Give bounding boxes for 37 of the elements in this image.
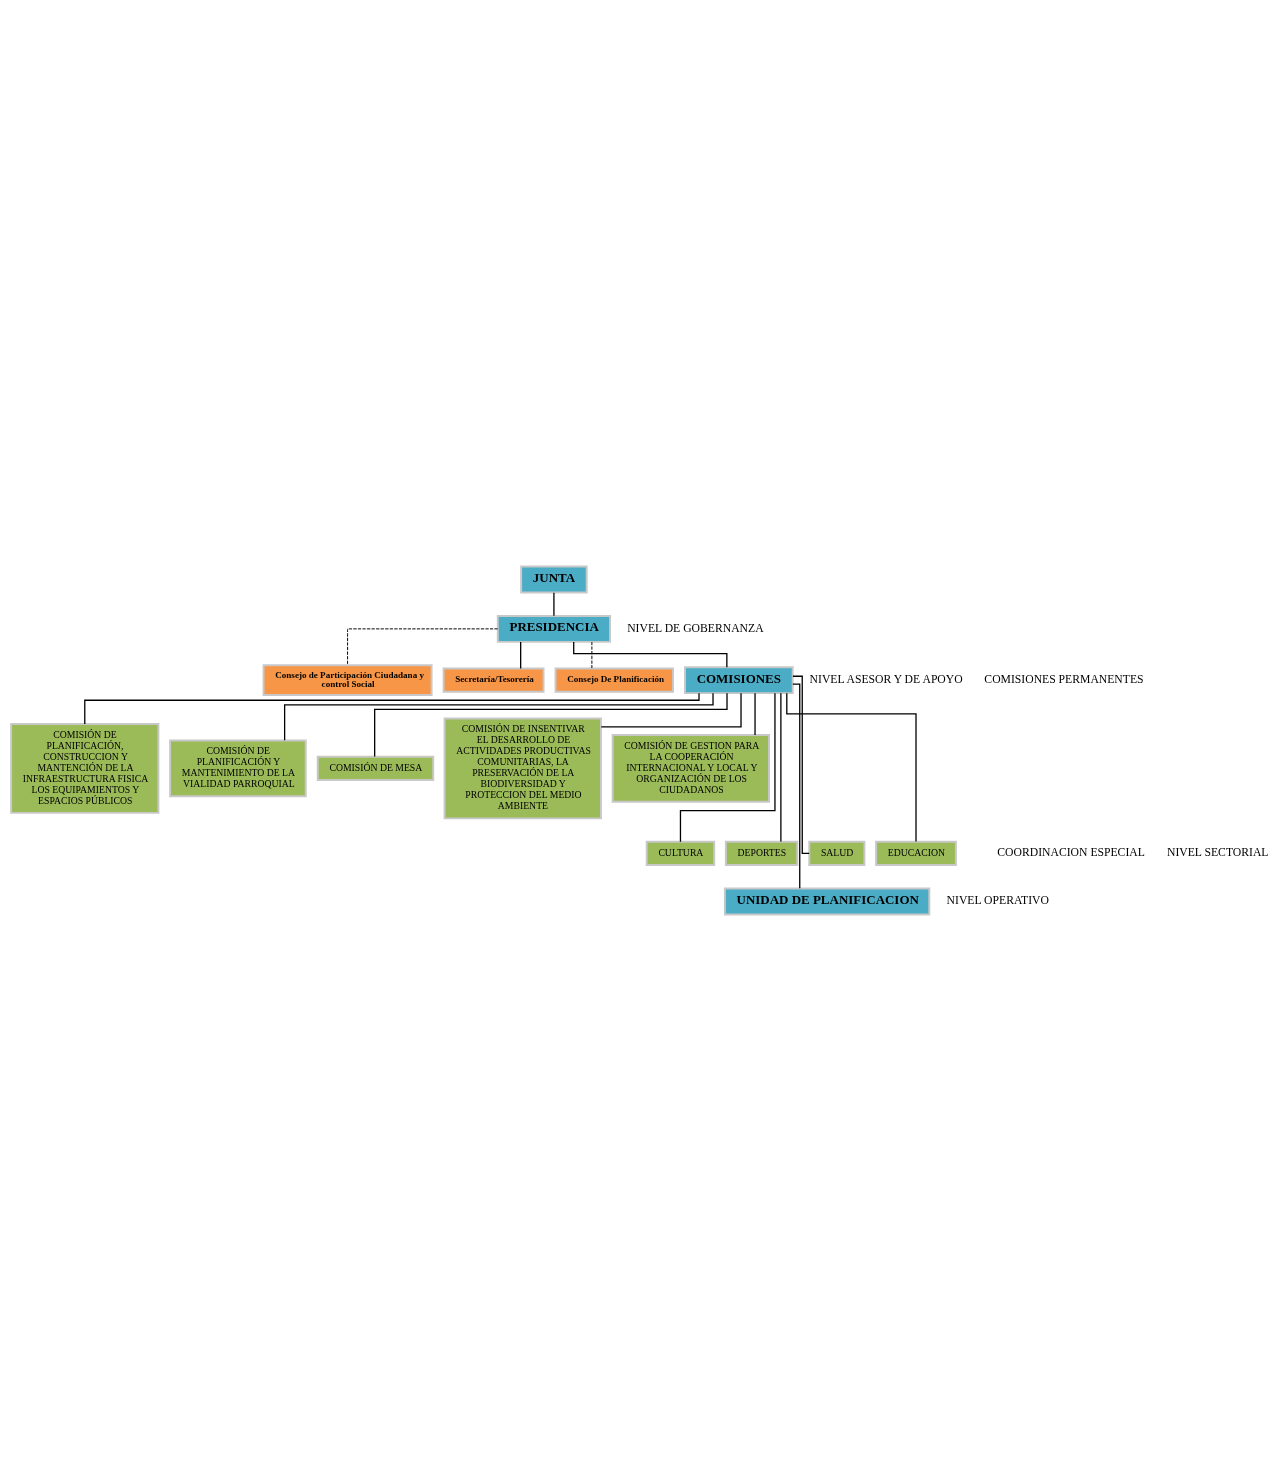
connector <box>792 683 801 889</box>
node-box: Secretaría/Tesorería <box>442 667 545 693</box>
label: NIVEL DE GOBERNANZA <box>627 621 764 635</box>
connector <box>84 692 700 725</box>
node-box: COMISIÓN DE INSENTIVAR EL DESARROLLO DE ACTIVIDADES PRODUCTIVAS COMUNITARIAS, LA PRESERVACIÓN DE LA BIODIVERSIDAD Y PROTECCION DEL MEDIO AMBIENTE <box>443 717 602 820</box>
node-box: Consejo de Participación Ciudadana y control Social <box>262 664 433 697</box>
node-box: Consejo De Planificación <box>554 667 674 693</box>
label: COMISIONES PERMANENTES <box>984 673 1144 687</box>
node-box: EDUCACION <box>875 840 957 867</box>
node-box: COMISIÓN DE PLANIFICACIÓN Y MANTENIMIENTO DE LA VIALIDAD PARROQUIAL <box>169 739 307 798</box>
connector <box>786 692 917 843</box>
node-box: COMISIÓN DE PLANIFICACIÓN, CONSTRUCCION Y MANTENCIÓN DE LA INFRAESTRUCTURA FISICA LOS EQUIPAMIENTOS Y ESPACIOS PÚBLICOS <box>10 722 160 814</box>
connector <box>754 692 756 736</box>
connector <box>347 628 499 666</box>
label: NIVEL OPERATIVO <box>946 894 1049 908</box>
label: COORDINACION ESPECIAL <box>997 846 1145 860</box>
node-box: COMISIÓN DE MESA <box>316 755 435 782</box>
node-box: UNIDAD DE PLANIFICACION <box>723 887 931 916</box>
label: NIVEL ASESOR Y DE APOYO <box>809 673 963 687</box>
connector <box>520 641 522 670</box>
connector <box>792 675 810 855</box>
node-box: JUNTA <box>520 565 588 594</box>
node-box: DEPORTES <box>724 840 799 867</box>
connector <box>780 692 782 843</box>
connector <box>553 592 555 617</box>
node-box: COMISIONES <box>684 666 794 695</box>
connector <box>600 692 742 728</box>
connector <box>679 692 776 843</box>
node-box: SALUD <box>808 840 866 867</box>
node-box: COMISIÓN DE GESTION PARA LA COOPERACIÓN INTERNACIONAL Y LOCAL Y ORGANIZACIÓN DE LOS CIUDADANOS <box>611 734 770 803</box>
connector <box>284 692 714 741</box>
connector <box>374 692 728 758</box>
node-box: PRESIDENCIA <box>496 614 612 643</box>
connector <box>591 641 593 669</box>
label: NIVEL SECTORIAL <box>1167 846 1269 860</box>
node-box: CULTURA <box>645 840 716 867</box>
connector <box>573 641 728 668</box>
